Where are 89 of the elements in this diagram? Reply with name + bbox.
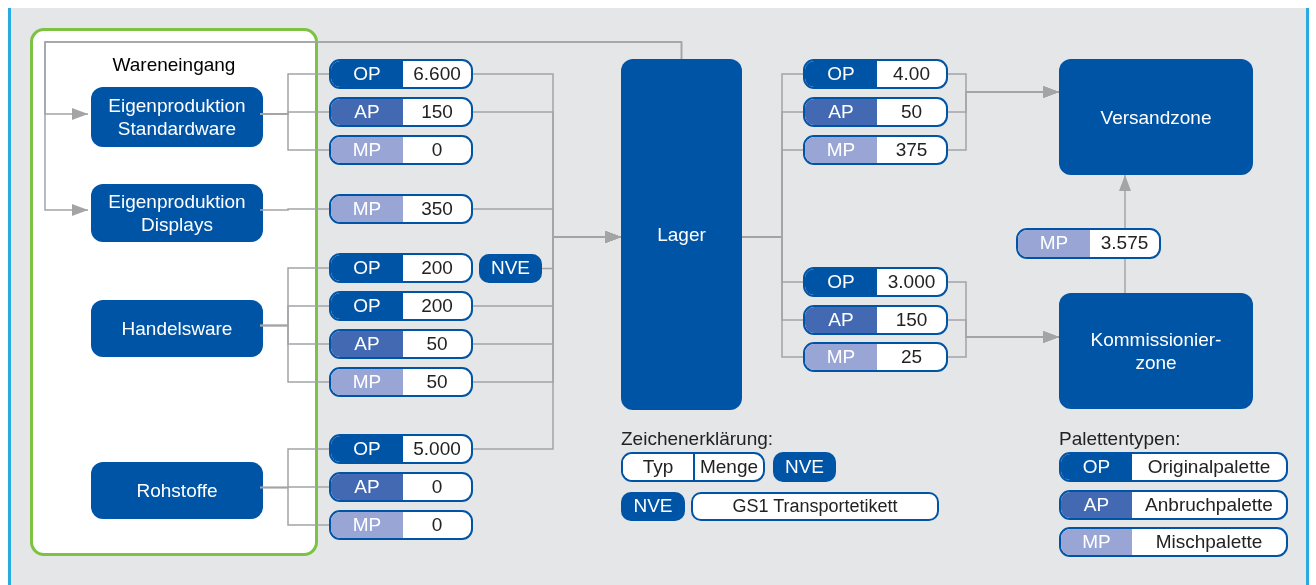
nve-tag: NVE [479, 254, 542, 283]
pallet-type: AP [805, 307, 877, 333]
pallet-tag [329, 510, 473, 540]
pallet-type: OP [331, 61, 403, 87]
pallet-type: MP [331, 369, 403, 395]
pallet-tag [803, 305, 948, 335]
connector-arrow [44, 41, 683, 216]
pallet-type: MP [805, 137, 877, 163]
connector-line [259, 208, 330, 211]
pallet-quantity: 50 [425, 331, 449, 356]
pallet-type: AP [1061, 492, 1132, 518]
pallet-quantity: 0 [430, 137, 444, 162]
pallet-type: MP [1061, 529, 1132, 555]
pallet-quantity: Menge [698, 454, 760, 479]
pallet-quantity: 150 [894, 307, 929, 332]
pallet-type: OP [1061, 454, 1132, 480]
pallet-type: MP [331, 196, 403, 222]
pallet-tag [329, 135, 473, 165]
pallet-type: MP [1018, 230, 1090, 257]
pallet-type: MP [331, 137, 403, 163]
process-box: Eigenproduktion Displays [91, 184, 263, 242]
pallet-tag [329, 59, 473, 89]
pallet-tag [803, 342, 948, 372]
pallet-tag [329, 472, 473, 502]
group-frame [30, 28, 318, 556]
section-heading: Zeichenerklärung: [621, 427, 774, 451]
pallet-type: OP [805, 269, 877, 295]
connector-line [1124, 258, 1126, 294]
pallet-tag [329, 97, 473, 127]
pallet-quantity: 0 [430, 474, 444, 499]
pallet-type: MP [331, 512, 403, 538]
pallet-tag [329, 434, 473, 464]
pallet-tag [803, 97, 948, 127]
pallet-tag [803, 59, 948, 89]
pallet-quantity: 5.000 [412, 436, 462, 461]
pallet-type: AP [805, 99, 877, 125]
pallet-quantity: 50 [425, 369, 449, 394]
process-box: Versandzone [1059, 59, 1253, 175]
pallet-tag [1059, 452, 1288, 482]
pallet-quantity: 50 [899, 99, 924, 124]
pallet-tag [329, 291, 473, 321]
nve-tag: NVE [621, 492, 685, 521]
pallet-type: Typ [623, 454, 695, 480]
section-heading: Palettentypen: [1059, 427, 1181, 451]
pallet-quantity: 375 [894, 137, 929, 162]
pallet-quantity: 150 [420, 99, 454, 124]
pallet-tag [803, 267, 948, 297]
pallet-type: AP [331, 331, 403, 357]
pallet-type: OP [331, 436, 403, 462]
process-box: Handelsware [91, 300, 263, 357]
pallet-type: OP [331, 293, 403, 319]
pallet-quantity: 200 [420, 255, 454, 280]
process-box: Eigenproduktion Standardware [91, 87, 263, 147]
pallet-type: OP [331, 255, 403, 281]
connector-arrow [1119, 174, 1131, 229]
pallet-tag [329, 194, 473, 224]
pallet-quantity: 25 [899, 344, 924, 369]
pallet-quantity: 4.00 [892, 61, 931, 86]
pallet-type: MP [805, 344, 877, 370]
pallet-quantity: 200 [420, 293, 454, 318]
legend-box: GS1 Transportetikett [691, 492, 939, 521]
pallet-quantity: 6.600 [412, 61, 462, 86]
pallet-quantity: 3.000 [886, 269, 937, 294]
pallet-quantity: Anbruchpalette [1144, 492, 1274, 517]
pallet-tag [621, 452, 765, 482]
process-box: Kommissionier- zone [1059, 293, 1253, 409]
pallet-tag [803, 135, 948, 165]
pallet-tag [1059, 490, 1288, 520]
pallet-quantity: Mischpalette [1154, 529, 1264, 554]
process-box: Rohstoffe [91, 462, 263, 519]
connector-line [741, 236, 804, 358]
pallet-tag [329, 253, 473, 283]
pallet-quantity: Originalpalette [1146, 454, 1272, 479]
pallet-quantity: 3.575 [1099, 231, 1150, 256]
pallet-tag [1016, 228, 1161, 259]
connector-line [259, 324, 330, 383]
pallet-tag [1059, 527, 1288, 557]
group-title: Wareneingang [111, 53, 237, 77]
process-box: Lager [621, 59, 742, 410]
pallet-tag [329, 329, 473, 359]
pallet-tag [329, 367, 473, 397]
nve-tag: NVE [773, 452, 836, 482]
connector-line [259, 486, 330, 526]
pallet-type: AP [331, 474, 403, 500]
pallet-quantity: 350 [420, 196, 454, 221]
pallet-quantity: 0 [430, 512, 444, 537]
connector-line [259, 113, 330, 151]
pallet-type: AP [331, 99, 403, 125]
pallet-type: OP [805, 61, 877, 87]
